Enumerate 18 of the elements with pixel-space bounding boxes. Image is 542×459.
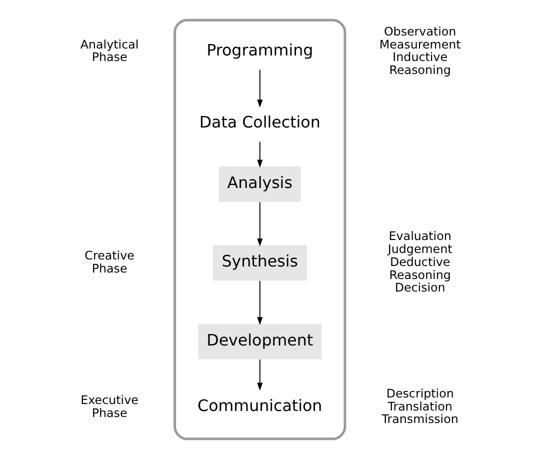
label: Observation Measurement Inductive Reasoning: [379, 24, 461, 78]
node-box: Development: [198, 324, 322, 360]
node-text: Programming: [206, 40, 314, 60]
node-box: Analysis: [218, 166, 301, 202]
label: Creative Phase: [84, 248, 134, 276]
arrow: [257, 359, 263, 391]
arrow: [257, 141, 263, 168]
cluster: [174, 18, 346, 440]
arrow: [257, 280, 263, 326]
label: Analytical Phase: [80, 37, 139, 64]
label: Evaluation Judgement Deductive Reasoning Decision: [388, 229, 452, 295]
node-text: Data Collection: [199, 112, 320, 132]
arrow: [257, 69, 263, 108]
node-text: Communication: [198, 396, 322, 416]
arrow: [257, 202, 263, 246]
label: Executive Phase: [80, 392, 138, 420]
node-box: Synthesis: [212, 245, 307, 281]
label: Description Translation Transmission: [382, 386, 458, 426]
